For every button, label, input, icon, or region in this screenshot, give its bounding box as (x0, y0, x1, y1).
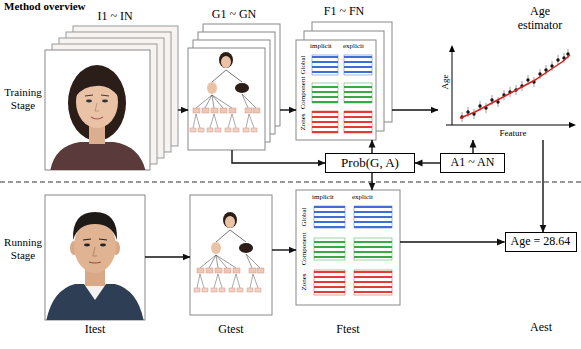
age-estimator: Age estimatorAgeFeature (438, 42, 576, 140)
axis-label: Feature (483, 128, 543, 138)
flow-arrow (415, 162, 440, 163)
graph-card-stack (188, 24, 280, 150)
flow-arrow (178, 109, 188, 110)
training-photo-stack (45, 26, 178, 172)
feature-stack: F1 ~ FNimplicitexplicitGlobalComponentZo… (296, 22, 392, 140)
axis-arrow (449, 45, 455, 52)
feature-bars (312, 55, 372, 133)
result-label: Aest (506, 321, 577, 335)
test-image: Itest (45, 195, 145, 320)
diagram-title: Method overview (4, 0, 86, 13)
image-label: Ftest (296, 323, 400, 337)
stage-divider (0, 182, 581, 183)
box-text: Prob(G, A) (341, 156, 399, 171)
axis-label: Age (440, 75, 450, 90)
process-box: Prob(G, A) (325, 153, 415, 173)
image-stack: I1 ~ IN (45, 26, 178, 170)
row-label: Zones (299, 113, 307, 130)
test-feature: FtestimplicitexplicitGlobalComponentZone… (296, 190, 400, 305)
column-label: implicit (312, 193, 334, 201)
flow-arrow (371, 140, 372, 153)
module-label: Age estimator (509, 5, 571, 33)
test-feature-card (296, 190, 400, 305)
stage-label: Training Stage (1, 86, 45, 111)
woman-face (50, 65, 146, 170)
stack-label: F1 ~ FN (296, 5, 392, 19)
axis-arrow (569, 122, 576, 128)
flow-arrow (272, 249, 296, 250)
graph-card (188, 48, 265, 150)
feature-card-stack (296, 22, 392, 140)
flow-arrow (542, 140, 543, 232)
flow-arrow (145, 256, 190, 257)
box-text: A1 ~ AN (451, 156, 495, 170)
feature-card (296, 40, 376, 140)
row-label: Global (299, 55, 307, 74)
result-box: Age = 28.64Aest (505, 232, 577, 252)
image-label: Gtest (190, 323, 272, 337)
column-label: implicit (310, 42, 332, 50)
column-label: explicit (352, 193, 373, 201)
column-label: explicit (343, 42, 364, 50)
row-label: Global (300, 207, 308, 226)
fit-curve (460, 55, 570, 118)
row-label: Component (300, 233, 308, 266)
face-graph (190, 52, 260, 132)
box-text: Age = 28.64 (511, 235, 571, 249)
test-graph-card (190, 195, 272, 315)
age-scatter-chart (446, 45, 576, 128)
test-photo (45, 195, 145, 322)
test-graph: Gtest (190, 195, 272, 315)
stage-label: Running Stage (1, 236, 45, 261)
row-label: Component (299, 77, 307, 110)
image-label: Itest (45, 323, 145, 337)
flow-arrow (472, 140, 473, 153)
flow-arrow (371, 173, 372, 190)
flow-arrow (400, 241, 505, 242)
stack-label: I1 ~ IN (85, 10, 145, 24)
data-points (462, 54, 568, 117)
row-label: Zones (300, 273, 308, 290)
stack-label: G1 ~ GN (188, 8, 280, 22)
process-box: A1 ~ AN (440, 153, 505, 173)
chart-axes (446, 50, 570, 125)
flow-arrow (232, 150, 325, 163)
flow-arrow (392, 109, 438, 110)
flow-arrow (280, 109, 296, 110)
graph-stack: G1 ~ GN (188, 24, 280, 150)
